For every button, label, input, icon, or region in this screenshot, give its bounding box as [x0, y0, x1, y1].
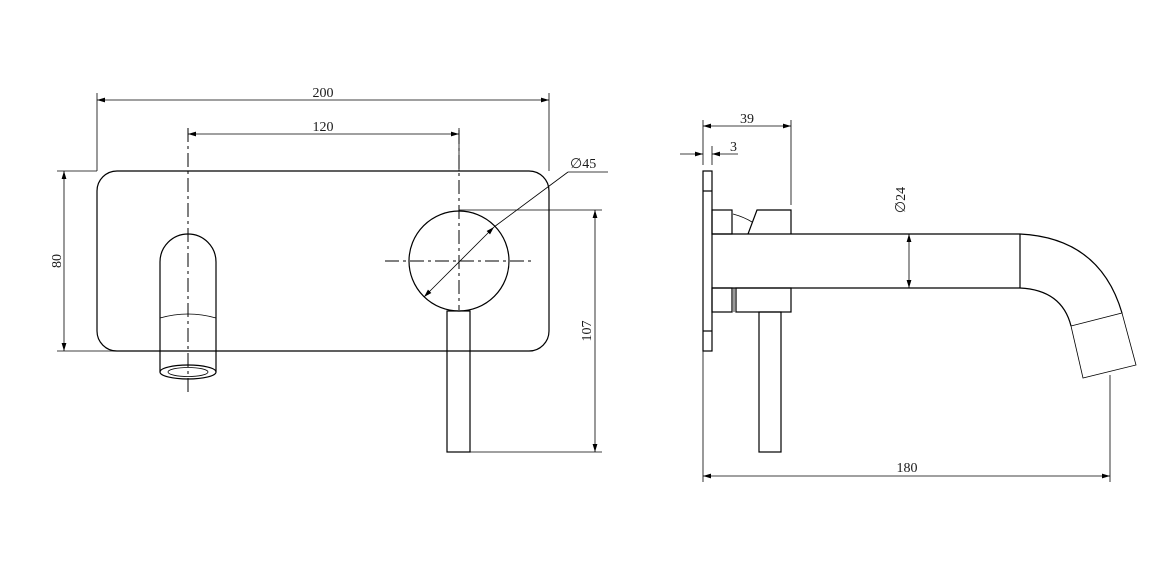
dimension-diameter-24: ∅24: [894, 187, 912, 288]
dim-handle-diameter-label: ∅45: [570, 157, 596, 172]
dim-projection-label: 180: [897, 461, 918, 476]
spout-side: [712, 233, 1137, 379]
dim-depth-label: 39: [740, 112, 754, 127]
side-view: 39 3 ∅24 180: [680, 112, 1137, 482]
dimension-3: 3: [680, 140, 738, 165]
dimension-80: 80: [50, 170, 160, 352]
dim-width-label: 200: [313, 86, 334, 101]
dimension-diameter-45: ∅45: [423, 157, 608, 298]
dim-centers-label: 120: [313, 120, 334, 135]
wall-plate-side: [702, 170, 713, 482]
body-side: [711, 209, 792, 453]
dimension-120: 120: [188, 120, 460, 171]
dimension-39: 39: [702, 112, 792, 205]
wall-plate: [96, 170, 550, 352]
front-view: 200 120 80 ∅45 107: [50, 86, 608, 453]
handle-front: [385, 130, 533, 453]
dim-handle-drop-label: 107: [580, 321, 595, 342]
dimension-200: 200: [96, 86, 550, 171]
dimension-180: 180: [703, 375, 1111, 482]
dimension-107: 107: [459, 209, 602, 453]
dim-plate-thickness-label: 3: [730, 140, 737, 155]
dim-height-label: 80: [50, 254, 65, 268]
spout-front: [159, 128, 217, 396]
dim-pipe-diameter-label: ∅24: [894, 187, 909, 213]
